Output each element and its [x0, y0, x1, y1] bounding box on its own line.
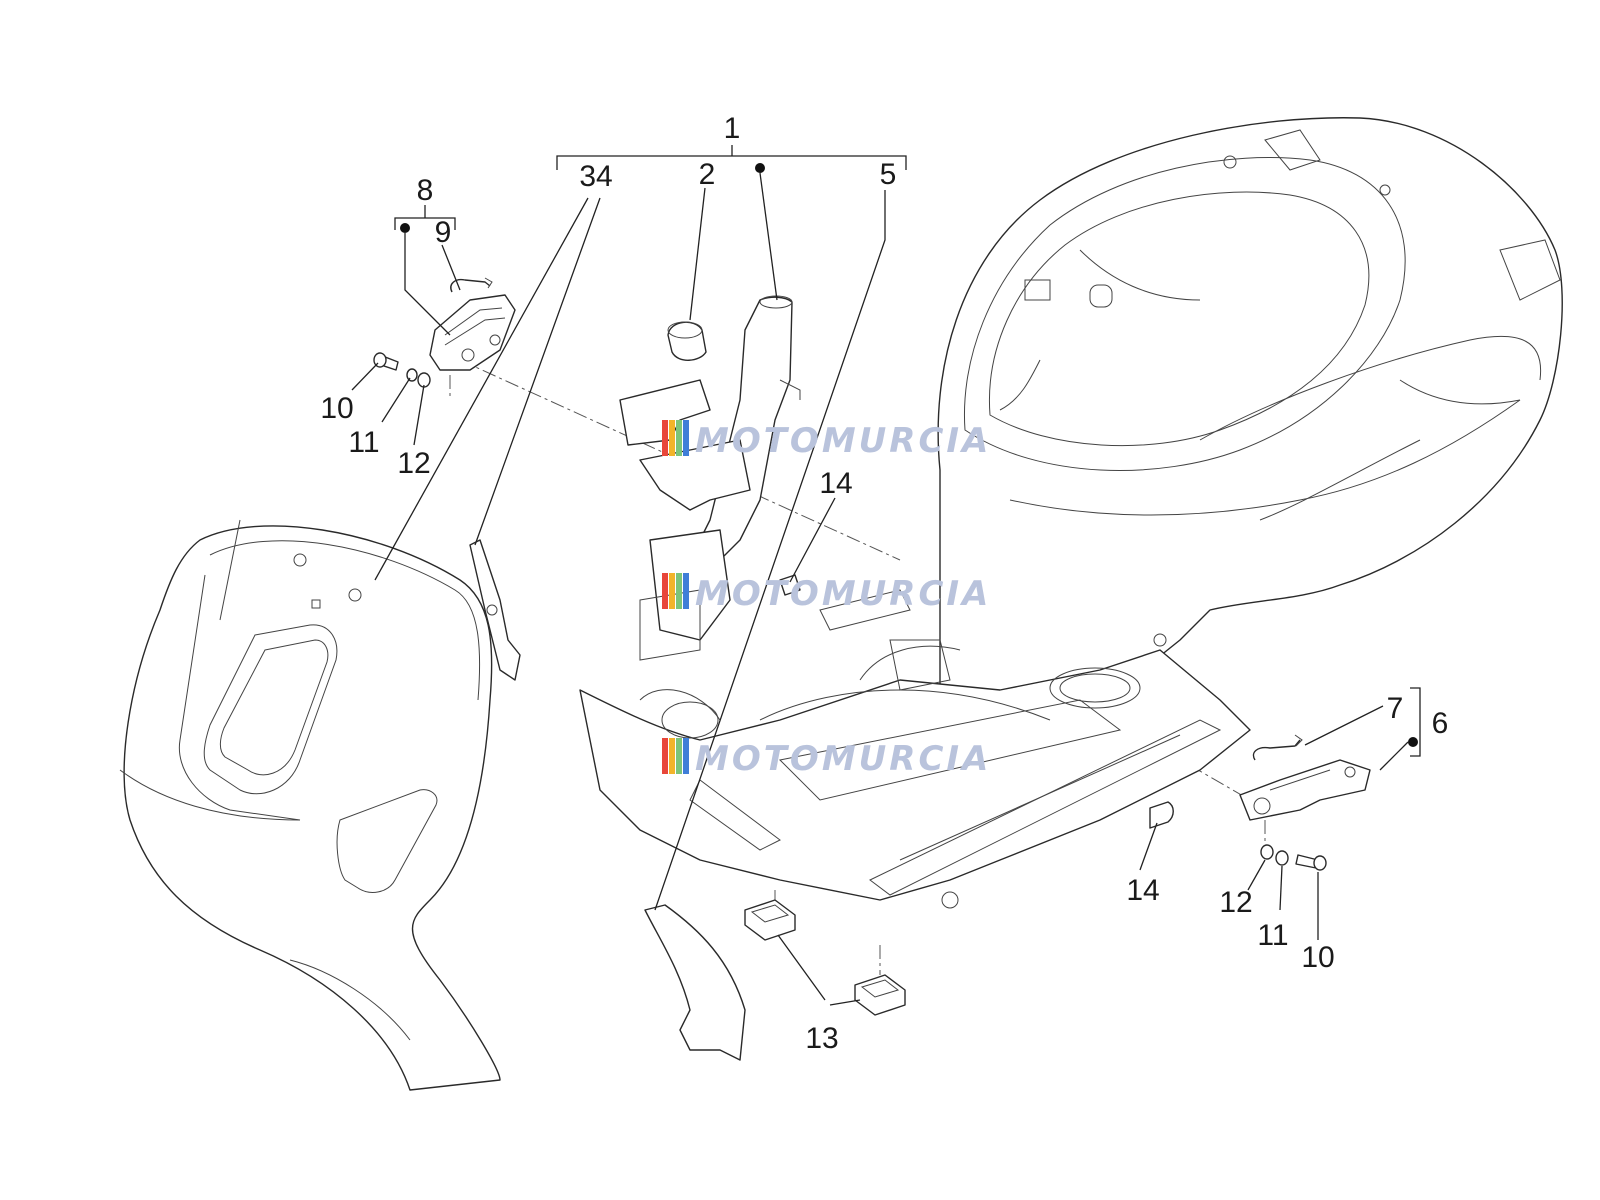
part-5-lower-cover — [644, 904, 746, 1061]
right-fasteners — [1260, 844, 1327, 871]
callout-10-right: 10 — [1301, 941, 1334, 974]
callout-34: 34 — [579, 160, 612, 193]
watermark-stripe-blue — [683, 420, 689, 456]
callout-2: 2 — [699, 158, 716, 191]
watermark-bottom: MOTOMURCIA — [662, 738, 991, 779]
watermark-middle: MOTOMURCIA — [662, 573, 991, 614]
part-14-clips — [779, 574, 1174, 829]
part-6-latch-assembly — [1239, 759, 1371, 821]
part-9-spring — [450, 277, 493, 293]
callout-10-left: 10 — [320, 392, 353, 425]
callout-13: 13 — [805, 1022, 838, 1055]
callout-labels: 1 34 2 5 8 9 10 11 12 14 7 6 14 12 11 10… — [320, 112, 1448, 1055]
callout-1: 1 — [724, 112, 741, 145]
callout-8: 8 — [417, 174, 434, 207]
watermark-stripe-yellow — [669, 573, 675, 609]
floorboard-chassis — [579, 589, 1251, 909]
watermark-text: MOTOMURCIA — [695, 739, 991, 779]
watermark-stripe-green — [676, 420, 682, 456]
part-4-small-bracket — [469, 539, 521, 681]
watermark-stripe-red — [662, 738, 668, 774]
watermark-stripe-yellow — [669, 738, 675, 774]
watermark-stripe-blue — [683, 573, 689, 609]
watermark-stripe-red — [662, 573, 668, 609]
part-2-ring-bushing — [667, 321, 707, 361]
part-8-latch-assembly — [429, 294, 516, 371]
left-fasteners — [373, 352, 431, 388]
watermark-stripe-yellow — [669, 420, 675, 456]
callout-12-right: 12 — [1219, 886, 1252, 919]
callout-5: 5 — [880, 158, 897, 191]
watermark-stripe-red — [662, 420, 668, 456]
callout-9: 9 — [435, 216, 452, 249]
callout-12-left: 12 — [397, 447, 430, 480]
scooter-frame-body — [937, 117, 1563, 721]
callout-6: 6 — [1432, 707, 1449, 740]
watermark-stripe-green — [676, 573, 682, 609]
callout-14-upper: 14 — [819, 467, 852, 500]
callout-14-lower: 14 — [1126, 874, 1159, 907]
leader-lines — [351, 145, 1421, 1006]
watermark-stripe-blue — [683, 738, 689, 774]
watermark-text: MOTOMURCIA — [695, 421, 991, 461]
part-7-spring — [1252, 734, 1303, 761]
part-13-rubber-plugs — [744, 899, 906, 1016]
callout-11-left: 11 — [348, 426, 379, 459]
watermark-stripe-green — [676, 738, 682, 774]
watermark-top: MOTOMURCIA — [662, 420, 991, 461]
steering-column — [619, 295, 801, 661]
front-leg-shield — [119, 519, 501, 1091]
callout-7: 7 — [1387, 692, 1404, 725]
watermark-text: MOTOMURCIA — [695, 574, 991, 614]
callout-11-right: 11 — [1257, 919, 1288, 952]
